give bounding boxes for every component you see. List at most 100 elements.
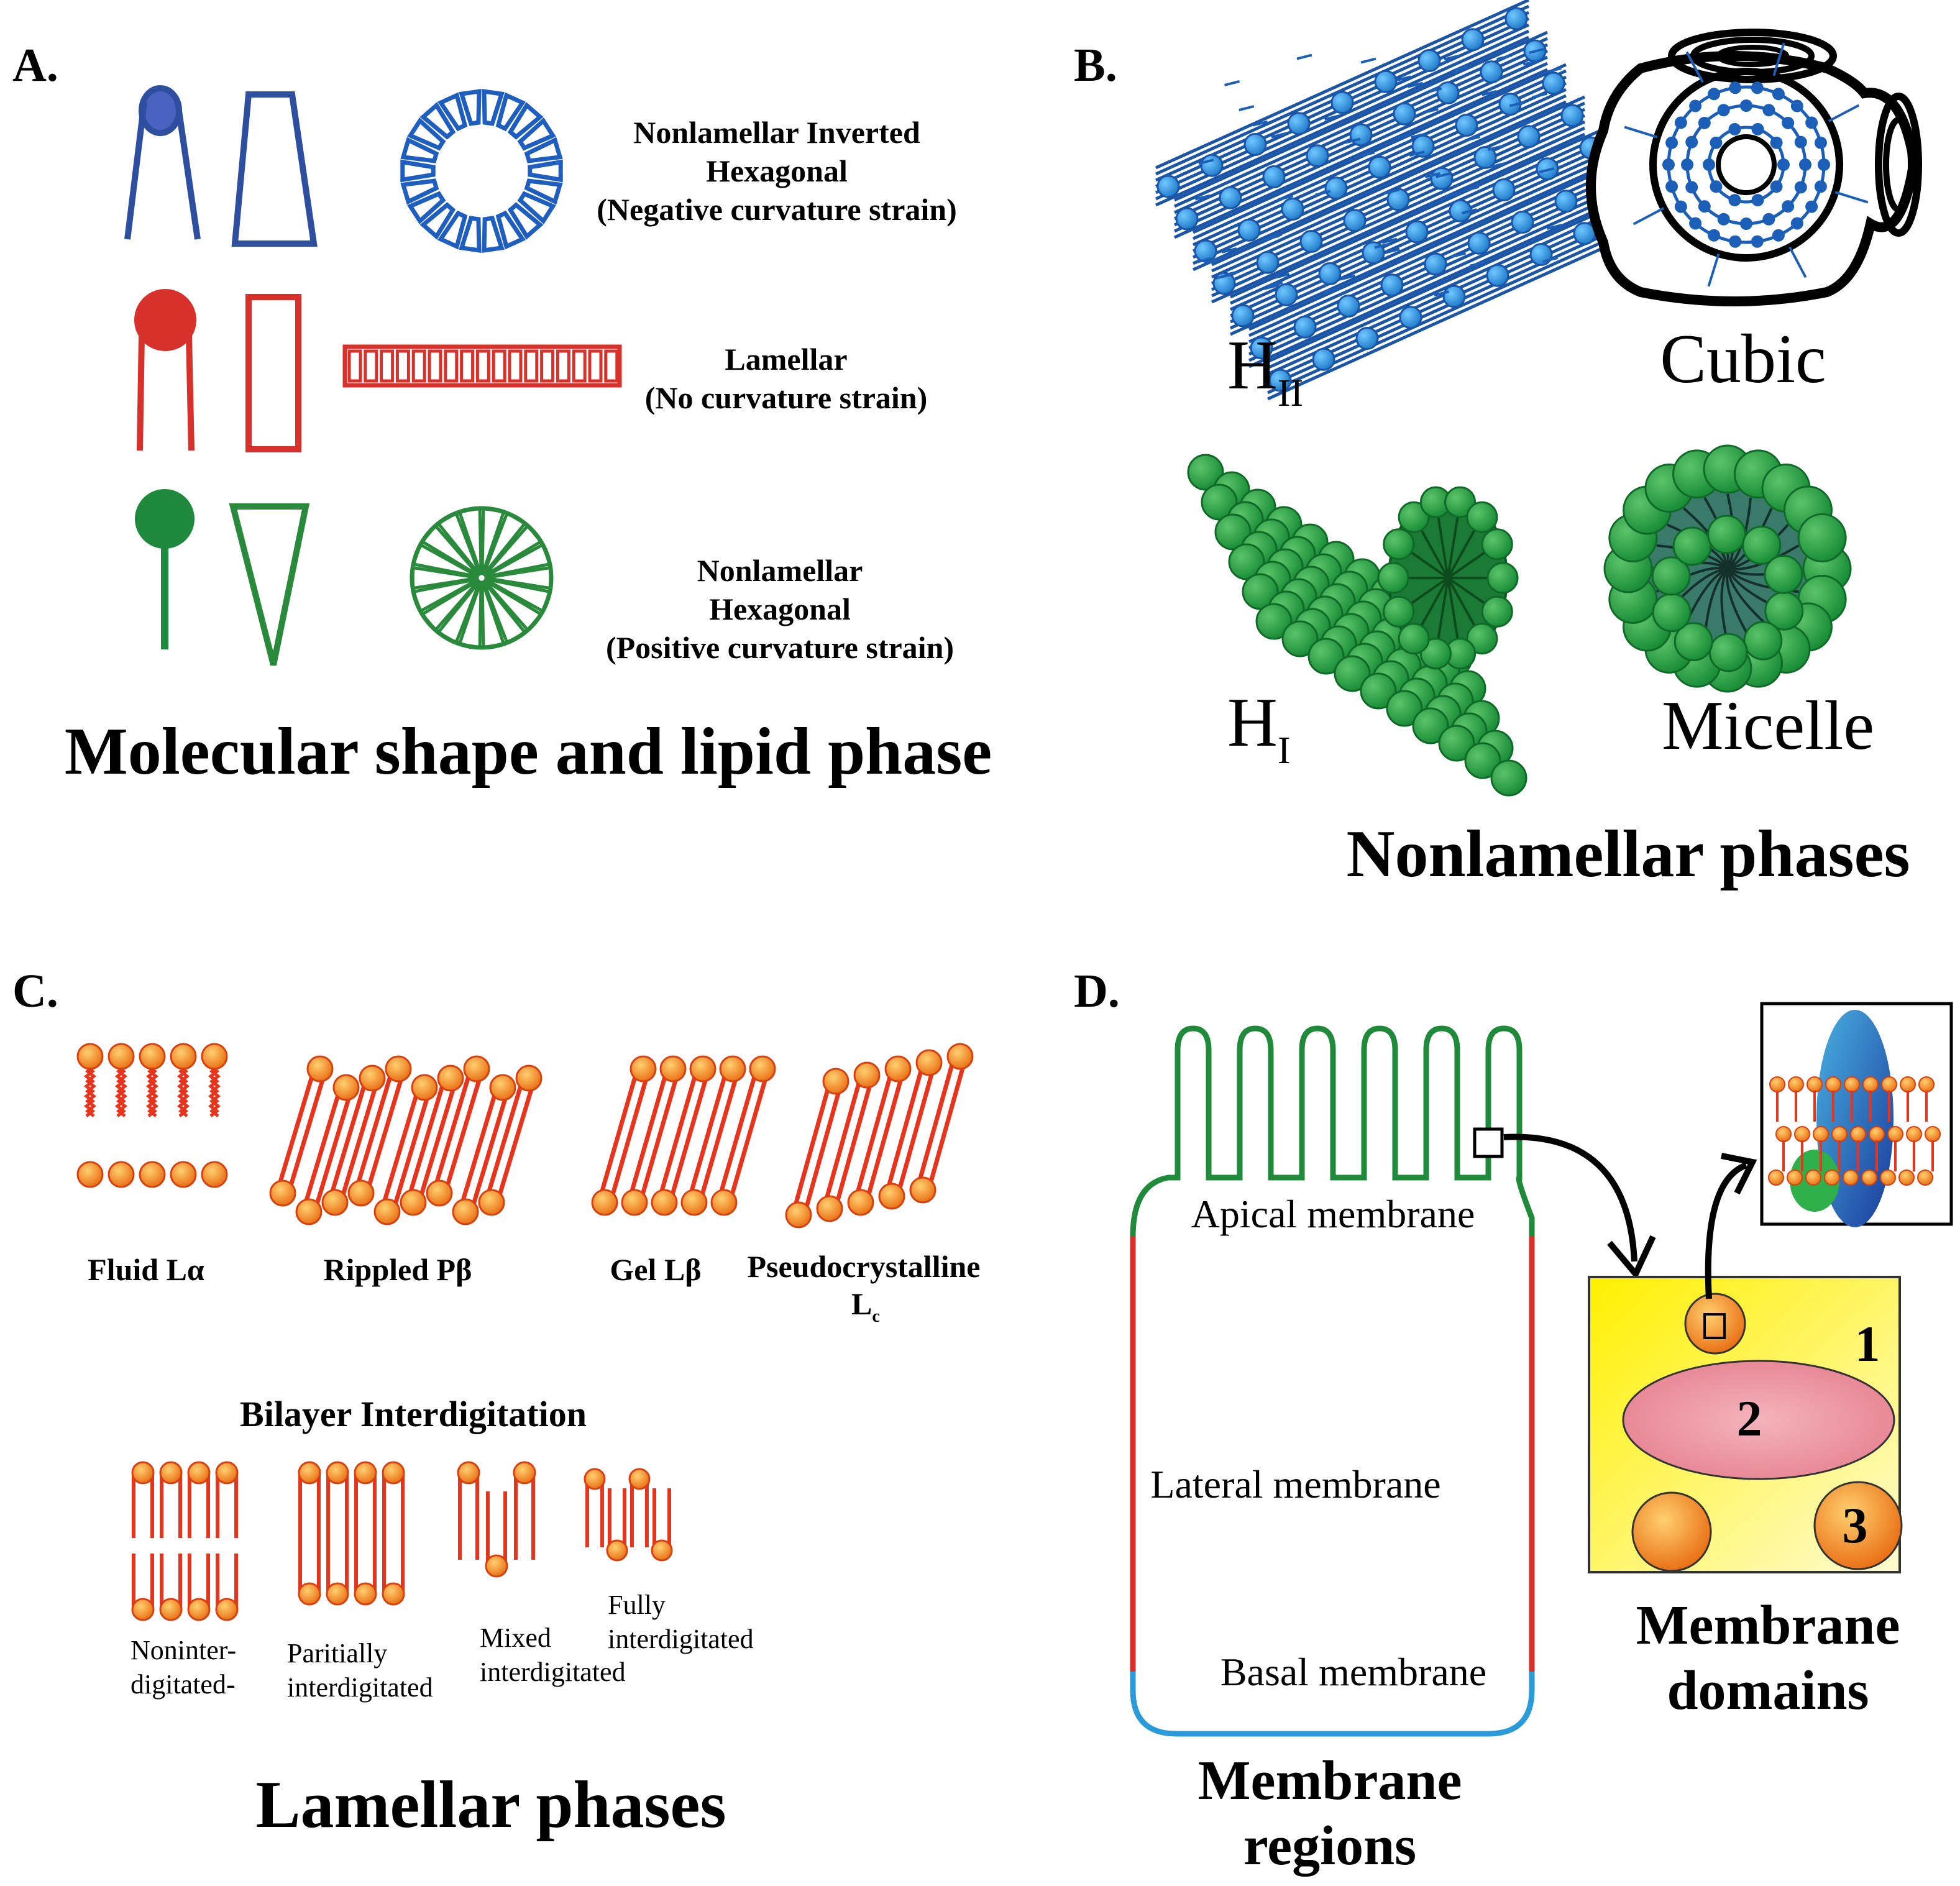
pseudo-subscript: c bbox=[872, 1307, 879, 1326]
inset-lipid-head bbox=[1907, 1127, 1921, 1142]
hii-head bbox=[1531, 244, 1552, 265]
partial-bottom-head bbox=[355, 1583, 376, 1604]
strip-cell bbox=[574, 351, 585, 381]
hi-end-head bbox=[1482, 597, 1512, 626]
hexagonal-micelle-star bbox=[412, 508, 551, 648]
ring-segment bbox=[510, 106, 540, 137]
noninter-label-2: digitated- bbox=[131, 1669, 236, 1700]
partial-bottom-head bbox=[299, 1583, 320, 1604]
noninter-bottom-head bbox=[216, 1599, 237, 1620]
fully-head bbox=[652, 1540, 672, 1560]
inset-lipid-head bbox=[1843, 1170, 1858, 1185]
strip-cell bbox=[413, 351, 424, 381]
inset-lipid-head bbox=[1919, 1077, 1934, 1092]
panel-a-label: A. bbox=[12, 39, 58, 91]
hi-end-head bbox=[1399, 624, 1429, 654]
ring-segment bbox=[441, 213, 465, 246]
cubic-lipid-head bbox=[1770, 180, 1783, 193]
ring-segment bbox=[423, 205, 453, 237]
cubic-lipid-head bbox=[1818, 158, 1830, 171]
inset-lipid-head bbox=[1832, 1127, 1847, 1142]
row-a3-line2: Hexagonal bbox=[709, 592, 851, 626]
hii-head bbox=[1456, 115, 1477, 136]
ring-segment bbox=[441, 95, 465, 128]
partial-label-1: Paritially bbox=[287, 1638, 387, 1669]
hii-head bbox=[1394, 103, 1415, 124]
hii-head bbox=[1276, 284, 1297, 305]
cubic-lipid-head bbox=[1795, 181, 1807, 193]
hi-end-head bbox=[1378, 563, 1408, 593]
fluid-top-head bbox=[78, 1044, 103, 1069]
hi-end-head bbox=[1467, 502, 1497, 532]
hii-head bbox=[1220, 187, 1241, 208]
micelle-inner-head bbox=[1653, 594, 1690, 631]
panel-d-label: D. bbox=[1074, 965, 1120, 1017]
pseudo-head bbox=[879, 1184, 904, 1209]
pseudo-head bbox=[948, 1044, 973, 1069]
cubic-lipid-head bbox=[1685, 181, 1698, 193]
strip-cell bbox=[493, 351, 505, 381]
cubic-lipid-head bbox=[1662, 158, 1675, 171]
inset-lipid-head bbox=[1788, 1077, 1803, 1092]
domains-label-2: domains bbox=[1667, 1660, 1869, 1721]
partial-top-tail bbox=[328, 1473, 347, 1554]
gel-head bbox=[690, 1056, 715, 1081]
micelle-head bbox=[1798, 515, 1846, 562]
cylinder-lipid bbox=[137, 292, 193, 451]
domain-small-lower-left bbox=[1633, 1493, 1711, 1571]
hii-head bbox=[1319, 263, 1340, 285]
fluid-top-head bbox=[171, 1044, 196, 1069]
mixed-label-1: Mixed bbox=[480, 1623, 551, 1653]
hii-head bbox=[1257, 252, 1278, 273]
hi-label: HI bbox=[1227, 684, 1291, 772]
cubic-lipid-head bbox=[1782, 117, 1794, 129]
hii-head bbox=[1381, 275, 1403, 296]
hii-head bbox=[1437, 83, 1459, 104]
hii-head bbox=[1400, 307, 1421, 328]
hii-head bbox=[1350, 124, 1372, 145]
lamellar-strip bbox=[345, 347, 620, 385]
cubic-lipid-head bbox=[1762, 104, 1775, 116]
cubic-lipid-head bbox=[1740, 99, 1752, 112]
rippled-head bbox=[308, 1056, 332, 1081]
cubic-lipid-head bbox=[1795, 136, 1807, 149]
hii-head bbox=[1468, 232, 1490, 254]
domain-1-label: 1 bbox=[1855, 1316, 1880, 1372]
fluid-la-bilayer bbox=[78, 1044, 227, 1187]
cubic-lipid-head bbox=[1740, 217, 1752, 230]
cubic-label: Cubic bbox=[1660, 321, 1826, 398]
partial-top-head bbox=[327, 1462, 348, 1483]
inset-lipid-head bbox=[1769, 1170, 1784, 1185]
cubic-phase-illustration bbox=[1591, 32, 1918, 301]
inset-lipid-head bbox=[1813, 1127, 1828, 1142]
rippled-head bbox=[438, 1066, 463, 1091]
strip-cell bbox=[397, 351, 408, 381]
cubic-lipid-head bbox=[1710, 137, 1722, 149]
cubic-lipid-head bbox=[1729, 81, 1741, 94]
lateral-membrane-line bbox=[1133, 1237, 1532, 1672]
inset-lipid-head bbox=[1776, 1127, 1791, 1142]
hii-head bbox=[1419, 50, 1440, 71]
noninter-top-head bbox=[216, 1462, 237, 1483]
inset-lipid-head bbox=[1787, 1170, 1802, 1185]
cubic-lipid-head bbox=[1782, 200, 1794, 213]
mixed-head bbox=[514, 1462, 535, 1483]
hi-end-head bbox=[1488, 563, 1518, 593]
pseudo-main: L bbox=[851, 1286, 872, 1321]
hii-head bbox=[1487, 265, 1508, 286]
strip-cell bbox=[557, 351, 569, 381]
inset-lipid-head bbox=[1925, 1127, 1940, 1142]
hii-head bbox=[1512, 212, 1533, 233]
micelle-inner-head bbox=[1710, 634, 1747, 671]
gel-head bbox=[720, 1056, 745, 1081]
rippled-head bbox=[360, 1066, 385, 1091]
ring-segment bbox=[510, 205, 540, 237]
hii-head bbox=[1338, 296, 1359, 317]
rippled-head bbox=[323, 1190, 347, 1215]
hii-head bbox=[1239, 219, 1260, 240]
micelle-inner-head bbox=[1765, 556, 1802, 593]
rippled-head bbox=[386, 1056, 411, 1081]
fluid-bottom-head bbox=[171, 1162, 196, 1187]
gel-lb-bilayer bbox=[592, 1056, 775, 1215]
inset-lipid-head bbox=[1888, 1127, 1903, 1142]
